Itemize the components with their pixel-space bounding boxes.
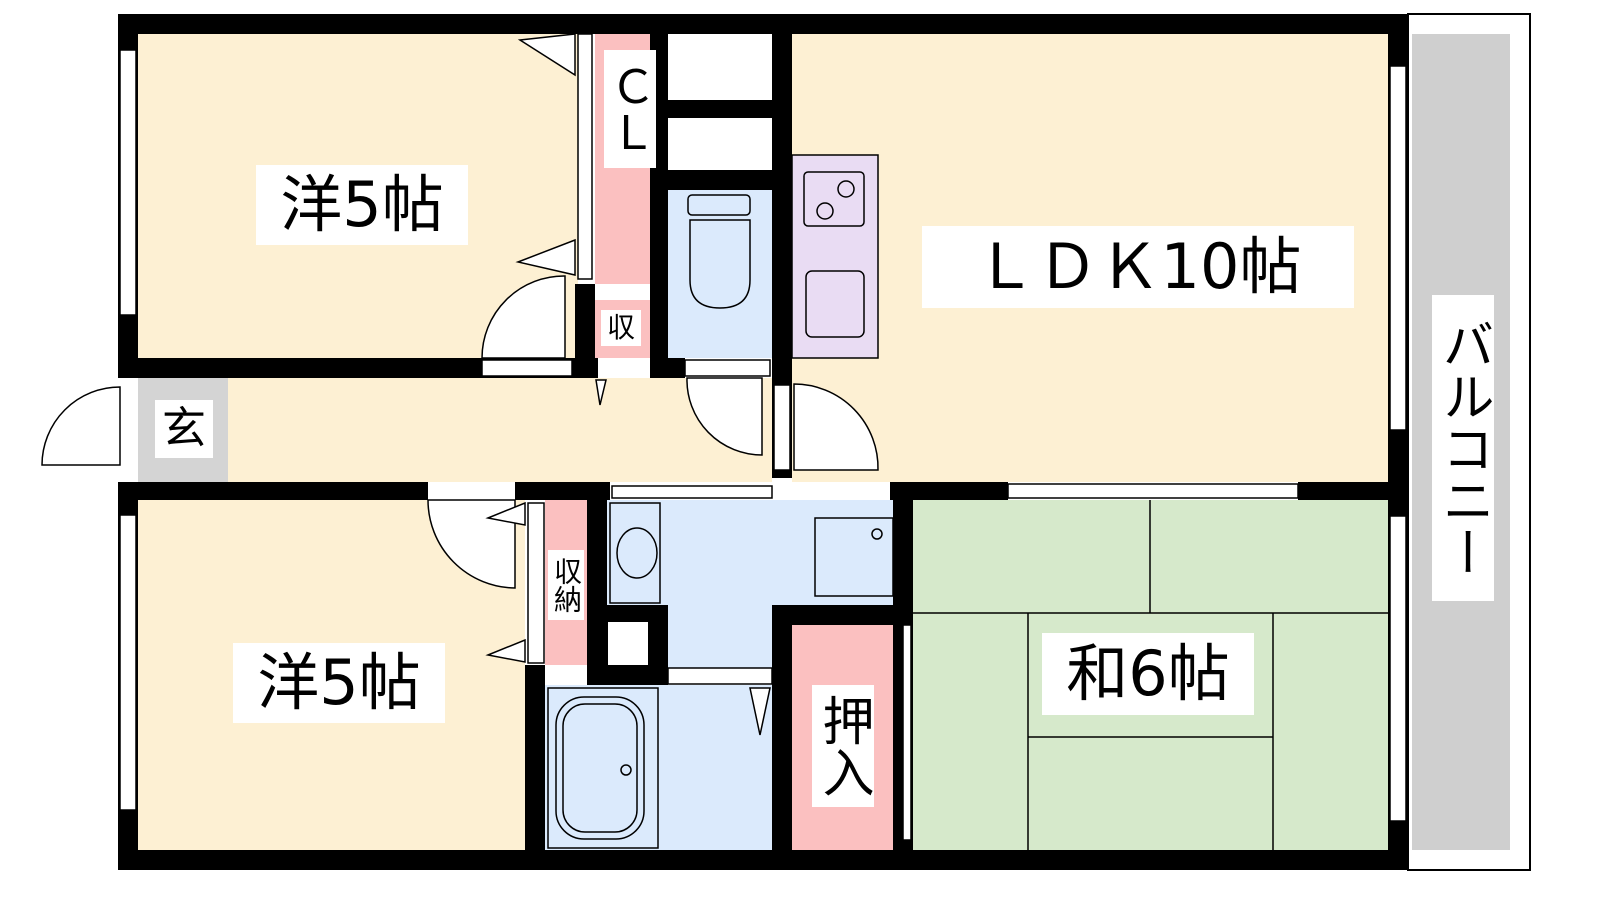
- washroom: [607, 500, 893, 605]
- storage-box: [692, 120, 770, 168]
- washbasin-icon: [609, 502, 661, 604]
- washroom-passage: [668, 600, 772, 668]
- bathtub-icon: [547, 687, 659, 849]
- room-label-storage: 収納: [548, 550, 584, 620]
- tatami-lines: [913, 500, 1388, 850]
- room-label-storage-small: 収: [601, 310, 641, 346]
- toilet-icon: [687, 194, 751, 309]
- sink-icon: [805, 270, 865, 338]
- stove-icon: [803, 171, 865, 227]
- doors[interactable]: [41, 33, 879, 736]
- room-label-western-bottom: 洋5帖: [233, 643, 445, 723]
- room-label-western-top: 洋5帖: [256, 165, 468, 245]
- room-label-oshiire: 押入: [812, 685, 874, 807]
- toilet-room: [668, 190, 772, 358]
- room-label-ldk: ＬＤＫ10帖: [922, 226, 1354, 308]
- hallway: [138, 378, 772, 482]
- room-label-closet: ＣＬ: [603, 50, 657, 168]
- pipe-space: [608, 622, 648, 665]
- room-label-japanese: 和6帖: [1042, 633, 1254, 715]
- kitchen: [791, 154, 879, 359]
- storage-box: [692, 34, 770, 98]
- windows: [119, 49, 1407, 841]
- room-label-balcony: バルコニー: [1432, 295, 1494, 601]
- room-label-entrance: 玄: [155, 400, 213, 458]
